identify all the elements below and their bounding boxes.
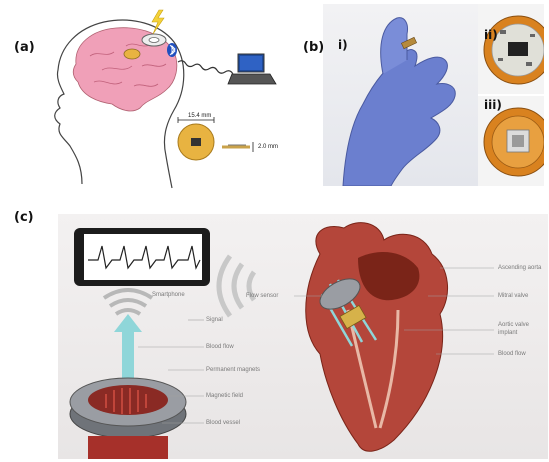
subpanel-i-label: i) [338, 38, 348, 52]
label-flow-sensor: Flow sensor [246, 293, 278, 299]
panel-c-illustration [58, 214, 548, 459]
subpanel-iii-label: iii) [484, 98, 502, 112]
thickness-label: 2.0 mm [258, 144, 278, 150]
diameter-label: 15.4 mm [188, 113, 211, 119]
subpanel-ii-label: ii) [484, 28, 498, 42]
panel-a-label: (a) [14, 40, 35, 55]
flow-signal-icon [219, 256, 254, 316]
label-ascending-aorta: Ascending aorta [498, 265, 541, 271]
pcb-top-photo [478, 4, 544, 94]
panel-b-label: (b) [303, 40, 324, 55]
panel-c-label: (c) [14, 210, 34, 225]
smartphone-icon [74, 228, 210, 286]
label-permanent-magnets: Permanent magnets [206, 367, 260, 373]
laptop-icon [228, 54, 276, 84]
label-blood-vessel: Blood vessel [206, 420, 240, 426]
label-blood-flow-left: Blood flow [206, 344, 234, 350]
glove-photo [323, 4, 478, 186]
label-smartphone: Smartphone [152, 292, 185, 298]
glove-icon [343, 49, 455, 186]
signal-icon [104, 290, 152, 314]
label-aortic-valve-implant: Aortic valve implant [498, 321, 529, 337]
label-blood-flow-right: Blood flow [498, 351, 526, 357]
panel-a-illustration [42, 6, 282, 191]
bluetooth-icon [167, 43, 177, 57]
label-mitral-valve: Mitral valve [498, 293, 528, 299]
label-magnetic-field: Magnetic field [206, 393, 243, 399]
label-signal: Signal [206, 317, 223, 323]
